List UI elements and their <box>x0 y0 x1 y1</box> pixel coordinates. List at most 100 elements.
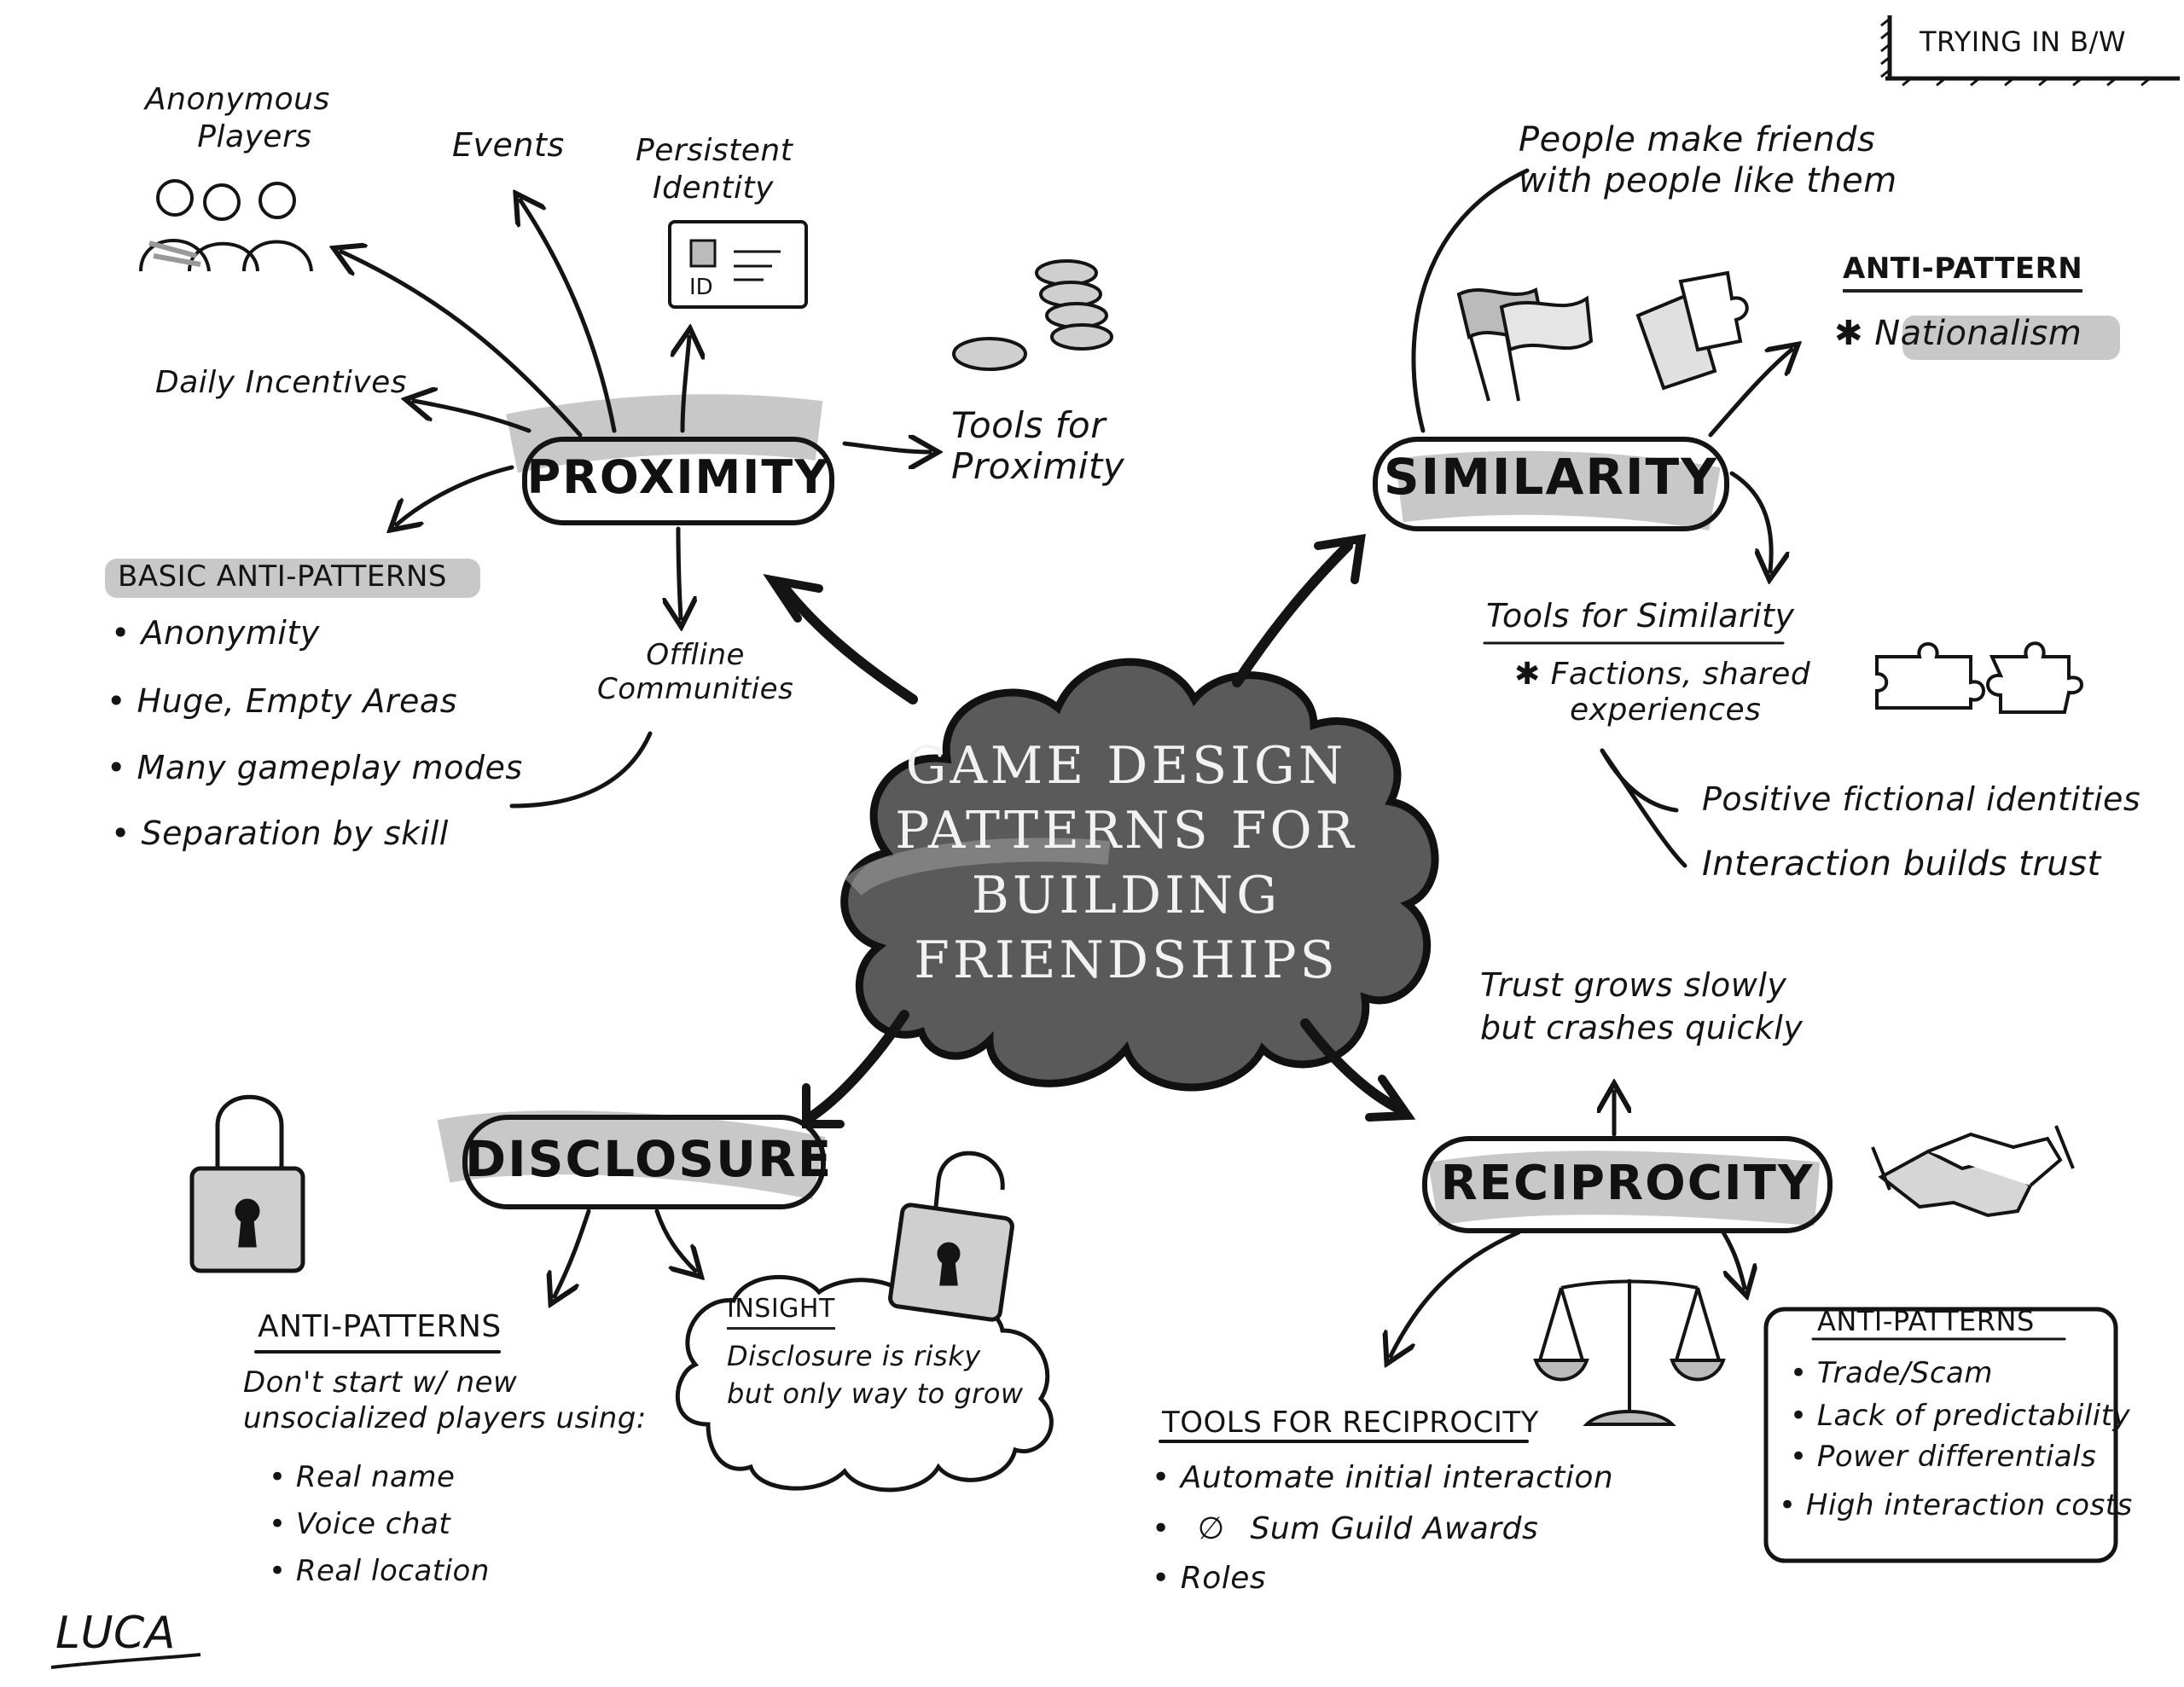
item-text: Separation by skill <box>141 815 449 852</box>
item-text: Power differentials <box>1816 1440 2097 1474</box>
reciprocity-branches <box>1159 1092 2118 1563</box>
reciprocity-tool-item: • Automate initial interaction <box>1152 1460 1614 1495</box>
similarity-anti-pattern-heading: ANTI-PATTERN <box>1843 252 2083 293</box>
scales-icon <box>1533 1279 1726 1426</box>
corner-note-frame <box>1880 15 2180 87</box>
label-line: unsocialized players using: <box>243 1401 647 1435</box>
label-line: Anonymous <box>145 82 330 117</box>
anti-pattern-item: • Separation by skill <box>111 815 449 852</box>
reciprocity-title: RECIPROCITY <box>1440 1156 1815 1211</box>
label-line: with people like them <box>1519 161 1897 200</box>
label-line: Trust grows slowly <box>1480 966 1787 1004</box>
nationalism-highlight <box>1902 316 2120 360</box>
people-make-friends-note: People make friends with people like the… <box>1519 119 1897 201</box>
anonymous-players-icon <box>139 179 313 272</box>
item-text: Lack of predictability <box>1816 1399 2131 1433</box>
insight-cloud <box>675 1274 1054 1493</box>
puzzle-pair-icon <box>1875 641 2083 714</box>
reciprocity-anti-pattern-item: • Trade/Scam <box>1790 1356 1994 1390</box>
label-line: Offline <box>646 638 745 672</box>
daily-incentives-label: Daily Incentives <box>155 365 408 400</box>
item-text: High interaction costs <box>1805 1488 2133 1522</box>
central-cloud <box>840 658 1439 1092</box>
events-label: Events <box>452 126 565 164</box>
handshake-icon <box>1871 1125 2075 1218</box>
item-text: Nationalism <box>1874 314 2082 353</box>
item-text: Real location <box>295 1554 490 1588</box>
basic-anti-patterns-heading: BASIC ANTI-PATTERNS <box>118 559 448 594</box>
anti-pattern-item: • Many gameplay modes <box>107 749 523 786</box>
item-text: Automate initial interaction <box>1180 1460 1614 1495</box>
item-text: Voice chat <box>295 1507 451 1541</box>
insight-text: Disclosure is risky but only way to grow <box>727 1337 1024 1412</box>
lock-open-icon <box>888 1151 1014 1322</box>
nationalism-item: ✱ Nationalism <box>1834 314 2082 353</box>
central-title: GAME DESIGN PATTERNS FOR BUILDING FRIEND… <box>887 733 1365 993</box>
item-text: Anonymity <box>141 614 320 652</box>
basic-anti-patterns-highlight <box>105 559 480 598</box>
central-title-line: FRIENDSHIPS <box>914 930 1339 990</box>
reciprocity-anti-pattern-item: • Lack of predictability <box>1790 1399 2131 1433</box>
reciprocity-anti-patterns-heading: ANTI-PATTERNS <box>1817 1305 2035 1337</box>
similarity-node <box>1373 437 1729 531</box>
anonymous-players-label: Anonymous Players <box>145 81 330 156</box>
disclosure-branches <box>254 1209 695 1354</box>
central-title-line: PATTERNS FOR <box>895 801 1357 861</box>
disclosure-item: • Voice chat <box>269 1507 451 1541</box>
label-line: Persistent <box>636 133 793 168</box>
factions-item: ✱ Factions, shared experiences <box>1514 657 1810 728</box>
label-line: Players <box>197 119 312 154</box>
central-title-line: BUILDING <box>971 866 1281 925</box>
item-text: Roles <box>1180 1561 1267 1596</box>
reciprocity-anti-pattern-item: • High interaction costs <box>1779 1488 2133 1522</box>
disclosure-node <box>437 1110 826 1209</box>
persistent-identity-label: Persistent Identity <box>636 132 793 207</box>
reciprocity-node <box>1422 1136 1833 1233</box>
reciprocity-tool-item: • Roles <box>1152 1561 1267 1596</box>
offline-communities-label: Offline Communities <box>597 638 793 706</box>
item-text: Huge, Empty Areas <box>136 682 458 720</box>
interaction-builds-trust: Interaction builds trust <box>1702 844 2101 884</box>
similarity-branches <box>1411 168 1792 868</box>
item-text: Sum Guild Awards <box>1250 1511 1539 1546</box>
disclosure-anti-patterns-heading: ANTI-PATTERNS <box>258 1309 502 1344</box>
zero-symbol: ∅ <box>1197 1511 1225 1546</box>
label-line: People make friends <box>1519 120 1876 159</box>
label-line: Don't start w/ new <box>243 1365 518 1400</box>
insight-heading: INSIGHT <box>727 1294 835 1330</box>
proximity-node <box>506 394 834 525</box>
disclosure-title: DISCLOSURE <box>465 1130 834 1188</box>
proximity-title: PROXIMITY <box>526 450 830 504</box>
tools-for-reciprocity-heading: TOOLS FOR RECIPROCITY <box>1162 1406 1539 1440</box>
proximity-branches <box>341 200 930 809</box>
reciprocity-anti-pattern-item: • Power differentials <box>1790 1440 2097 1474</box>
item-text: Many gameplay modes <box>136 749 523 786</box>
flags-icon <box>1456 287 1594 402</box>
item-text: Factions, shared <box>1550 657 1811 692</box>
disclosure-item: • Real name <box>269 1460 456 1494</box>
trust-note: Trust grows slowly but crashes quickly <box>1480 964 1803 1049</box>
corner-note: TRYING IN B/W <box>1920 26 2127 58</box>
tools-for-similarity-heading: Tools for Similarity <box>1486 597 1795 635</box>
label-line: experiences <box>1570 693 1762 728</box>
reciprocity-tool-item: • ∅Sum Guild Awards <box>1152 1511 1539 1546</box>
central-title-line: GAME DESIGN <box>905 736 1347 796</box>
id-card-icon: ID <box>668 220 808 309</box>
label-line: Communities <box>597 672 794 706</box>
tools-for-proximity-label: Tools for Proximity <box>951 405 1124 487</box>
label-line: ✱ Factions, shared <box>1514 657 1811 692</box>
positive-fictional-identities: Positive fictional identities <box>1702 780 2141 818</box>
anti-pattern-item: • Huge, Empty Areas <box>107 682 458 720</box>
disclosure-item: • Real location <box>269 1554 490 1588</box>
item-text: Real name <box>295 1460 456 1494</box>
label-line: Tools for <box>951 404 1107 446</box>
disclosure-intro: Don't start w/ new unsocialized players … <box>243 1365 647 1436</box>
label-line: Disclosure is risky <box>727 1340 981 1372</box>
label-line: but only way to grow <box>727 1377 1024 1410</box>
signature-underline <box>50 1653 201 1669</box>
puzzle-pieces-icon <box>1635 270 1749 391</box>
coins-icon <box>952 259 1113 371</box>
similarity-title: SIMILARITY <box>1383 448 1719 506</box>
main-arrows <box>763 533 1416 1128</box>
